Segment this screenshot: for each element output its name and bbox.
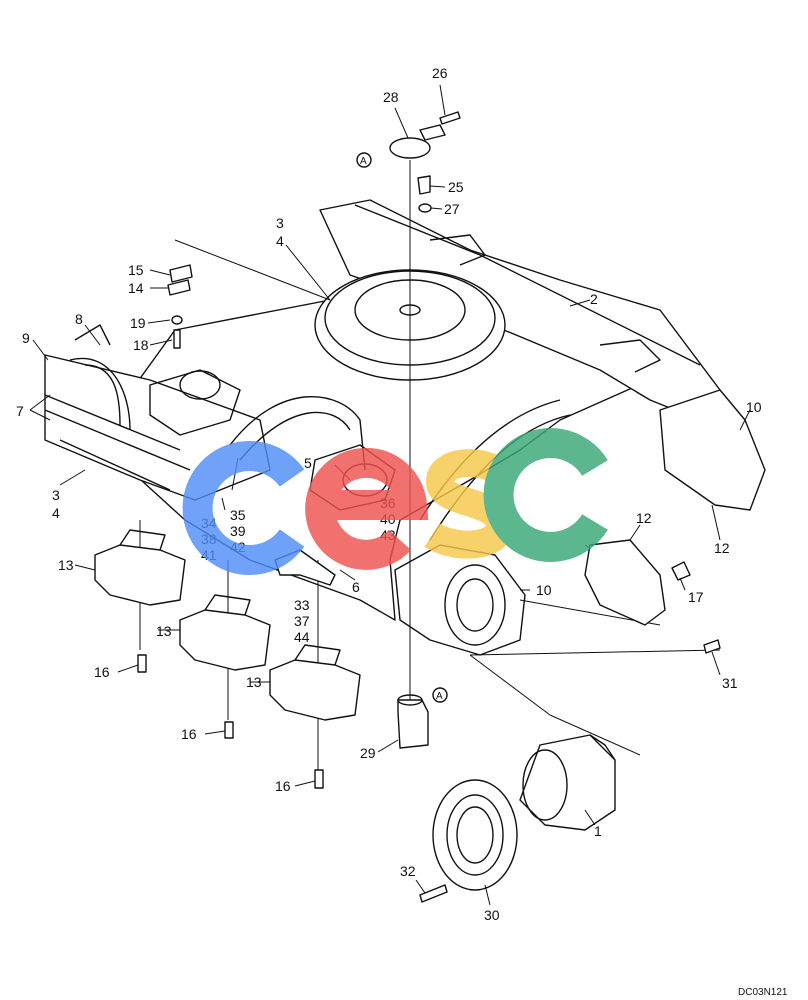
- callout-15: 15: [128, 262, 144, 278]
- center-joint: [397, 694, 429, 749]
- drawing-code: DC03N121: [738, 987, 788, 998]
- shim-plate-15: [169, 264, 193, 283]
- callout-2: 2: [590, 291, 598, 307]
- callout-10-right: 10: [746, 399, 762, 415]
- travel-motor: [519, 734, 616, 831]
- callout-13-c: 13: [246, 674, 262, 690]
- lock-plate: [419, 124, 446, 141]
- callout-30: 30: [484, 907, 500, 923]
- callout-29: 29: [360, 745, 376, 761]
- reference-a-circle-2: [432, 687, 448, 703]
- callout-8: 8: [75, 311, 83, 327]
- track-guard-1: [94, 529, 186, 606]
- callout-9: 9: [22, 330, 30, 346]
- bolt-32: [419, 884, 448, 903]
- bolt-26: [439, 111, 461, 125]
- track-guard-2: [179, 594, 271, 671]
- track-frame: [44, 199, 766, 656]
- callout-17: 17: [688, 589, 704, 605]
- bolt-18: [173, 329, 181, 349]
- watermark-letter-c-green: [483, 428, 608, 562]
- callout-6: 6: [352, 579, 360, 595]
- bolt-31: [703, 639, 721, 654]
- callout-5: 5: [304, 455, 312, 471]
- callout-14: 14: [128, 280, 144, 296]
- callout-10-front: 10: [536, 582, 552, 598]
- watermark: [182, 428, 608, 575]
- washer-19: [171, 315, 183, 325]
- callout-39: 39: [230, 523, 246, 539]
- plug-17: [671, 561, 691, 581]
- callout-13-a: 13: [58, 557, 74, 573]
- callout-4-upper: 4: [276, 233, 284, 249]
- callout-12-cover: 12: [636, 510, 652, 526]
- callout-4-lower: 4: [52, 505, 60, 521]
- callout-31: 31: [722, 675, 738, 691]
- motor-cover: [584, 539, 666, 626]
- callout-16-a: 16: [94, 664, 110, 680]
- reference-a-circle-1: [356, 152, 372, 168]
- shim-plate-14: [167, 279, 191, 296]
- callout-12-end: 12: [714, 540, 730, 556]
- callout-1: 1: [594, 823, 602, 839]
- callout-32: 32: [400, 863, 416, 879]
- callout-28: 28: [383, 89, 399, 105]
- callout-7: 7: [16, 403, 24, 419]
- reference-a-bottom: A: [436, 691, 443, 702]
- callout-26: 26: [432, 65, 448, 81]
- callout-18: 18: [133, 337, 149, 353]
- callout-3-lower: 3: [52, 487, 60, 503]
- bolt-16-b: [224, 721, 234, 739]
- reference-a-top: A: [360, 156, 367, 167]
- bolt-16-a: [137, 654, 147, 673]
- watermark-letter-e-red: [305, 447, 429, 570]
- callout-25: 25: [448, 179, 464, 195]
- track-guard-3: [269, 644, 361, 721]
- callout-33: 33: [294, 597, 310, 613]
- sprocket: [432, 779, 518, 891]
- bolt-16-c: [314, 769, 324, 789]
- callout-16-b: 16: [181, 726, 197, 742]
- callout-13-b: 13: [156, 623, 172, 639]
- callout-37: 37: [294, 613, 310, 629]
- watermark-letter-c-blue: [182, 441, 305, 575]
- cover-plate: [389, 137, 431, 159]
- callout-19: 19: [130, 315, 146, 331]
- callout-3-upper: 3: [276, 215, 284, 231]
- callout-16-c: 16: [275, 778, 291, 794]
- washer-27: [418, 203, 432, 213]
- bolt-25: [417, 175, 431, 195]
- callout-27: 27: [444, 201, 460, 217]
- watermark-letter-s-yellow: [424, 449, 515, 559]
- callout-35: 35: [230, 507, 246, 523]
- callout-44: 44: [294, 629, 310, 645]
